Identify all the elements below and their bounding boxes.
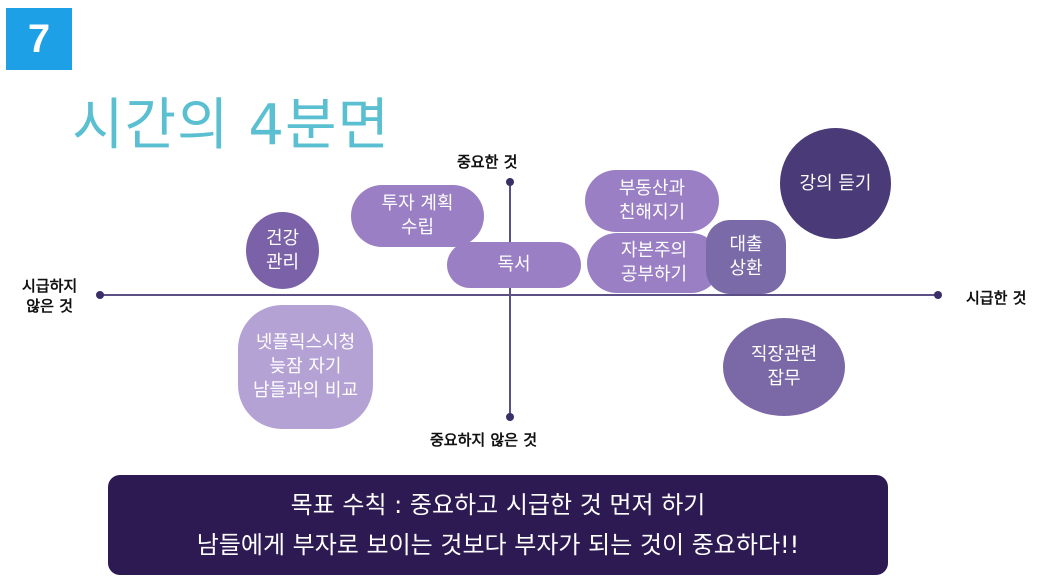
item-health: 건강 관리 — [246, 212, 319, 289]
item-lecture: 강의 듣기 — [780, 128, 891, 239]
axis-endpoint-left — [96, 291, 104, 299]
item-time-wasters: 넷플릭스시청 늦잠 자기 남들과의 비교 — [238, 305, 373, 429]
item-work-tasks: 직장관련 잡무 — [723, 318, 845, 416]
axis-endpoint-top — [506, 178, 514, 186]
item-investment-plan: 투자 계획 수립 — [351, 185, 484, 247]
axis-label-urgent: 시급한 것 — [966, 289, 1027, 307]
goal-rule-line-2: 남들에게 부자로 보이는 것보다 부자가 되는 것이 중요하다!! — [196, 531, 800, 559]
slide-number-badge: 7 — [6, 8, 72, 70]
item-exchange: 대출 상환 — [706, 220, 786, 294]
item-reading: 독서 — [447, 242, 581, 288]
axis-endpoint-bottom — [506, 413, 514, 421]
axis-label-not-urgent: 시급하지 않은 것 — [22, 277, 78, 315]
goal-rule-box: 목표 수칙 : 중요하고 시급한 것 먼저 하기 남들에게 부자로 보이는 것보… — [108, 475, 888, 575]
slide-title: 시간의 4분면 — [72, 93, 391, 158]
axis-endpoint-right — [934, 291, 942, 299]
axis-label-important: 중요한 것 — [457, 153, 518, 171]
goal-rule-line-1: 목표 수칙 : 중요하고 시급한 것 먼저 하기 — [290, 491, 706, 519]
axis-label-not-important: 중요하지 않은 것 — [430, 431, 538, 449]
item-real-estate: 부동산과 친해지기 — [585, 170, 719, 232]
item-capitalism-study: 자본주의 공부하기 — [587, 233, 721, 293]
